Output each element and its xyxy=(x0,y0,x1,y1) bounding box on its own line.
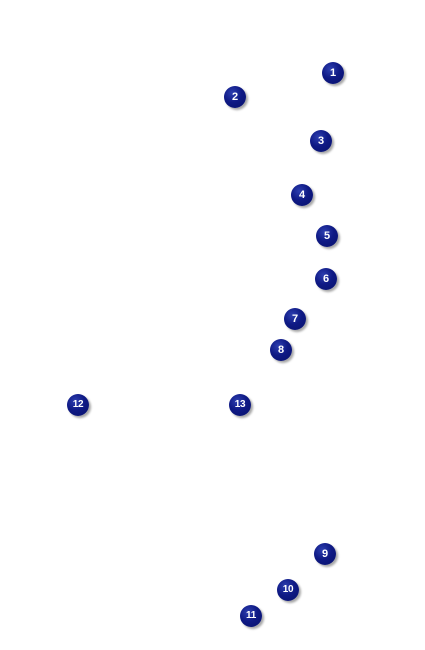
marker-6[interactable]: 6 xyxy=(315,268,337,290)
marker-13[interactable]: 13 xyxy=(229,394,251,416)
marker-11[interactable]: 11 xyxy=(240,605,262,627)
marker-4[interactable]: 4 xyxy=(291,184,313,206)
marker-9[interactable]: 9 xyxy=(314,543,336,565)
marker-3[interactable]: 3 xyxy=(310,130,332,152)
marker-2[interactable]: 2 xyxy=(224,86,246,108)
marker-8[interactable]: 8 xyxy=(270,339,292,361)
marker-5[interactable]: 5 xyxy=(316,225,338,247)
marker-10[interactable]: 10 xyxy=(277,579,299,601)
marker-12[interactable]: 12 xyxy=(67,394,89,416)
marker-1[interactable]: 1 xyxy=(322,62,344,84)
marker-7[interactable]: 7 xyxy=(284,308,306,330)
